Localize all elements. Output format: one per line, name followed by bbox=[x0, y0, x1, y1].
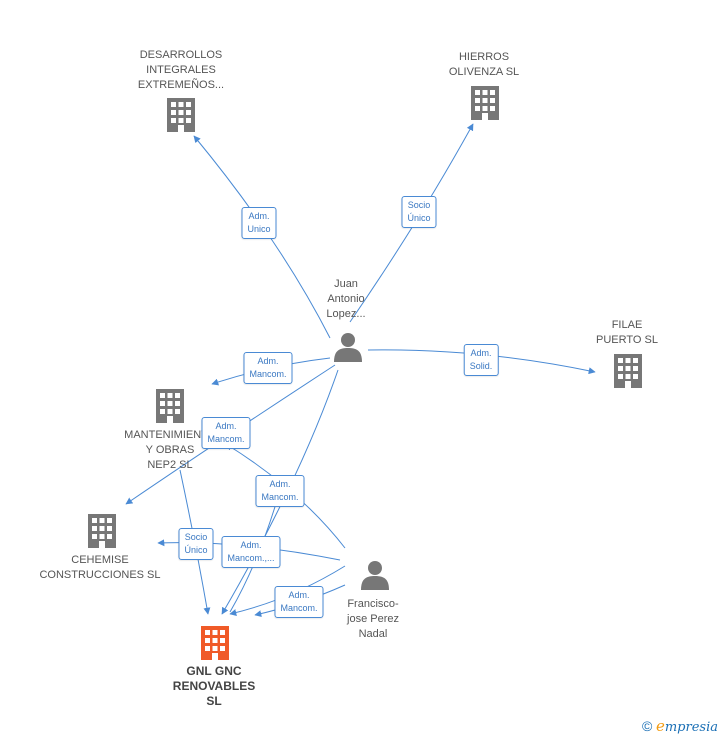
label-line: Francisco- bbox=[347, 598, 399, 610]
node-label-cehemise[interactable]: CEHEMISE CONSTRUCCIONES SL bbox=[39, 553, 160, 583]
edge-label-line: Adm. bbox=[470, 348, 492, 358]
node-label-desarrollos[interactable]: DESARROLLOS INTEGRALES EXTREMEÑOS... bbox=[138, 48, 224, 93]
label-line: CEHEMISE bbox=[71, 554, 129, 566]
brand-e: e bbox=[655, 717, 665, 735]
label-line: PUERTO SL bbox=[596, 334, 658, 346]
edge-label-line: Mancom. bbox=[207, 434, 245, 444]
brand-name: mpresia bbox=[664, 720, 718, 735]
node-label-filae[interactable]: FILAE PUERTO SL bbox=[596, 318, 658, 348]
edge-label-adm-mancom-4[interactable]: Adm. Mancom.,... bbox=[221, 536, 281, 568]
label-line: INTEGRALES bbox=[146, 64, 216, 76]
label-line: FILAE bbox=[611, 319, 643, 331]
person-icon-francisco[interactable] bbox=[361, 561, 389, 590]
label-line: SL bbox=[206, 694, 222, 708]
label-line: Y OBRAS bbox=[145, 444, 195, 456]
label-line: Nadal bbox=[358, 628, 388, 640]
node-label-mantenimientos[interactable]: MANTENIMIENT... Y OBRAS NEP2 SL bbox=[124, 428, 216, 473]
edge-label-line: Adm. bbox=[257, 356, 279, 366]
edge-label-line: Socio bbox=[407, 200, 431, 210]
building-icon-hierros[interactable] bbox=[471, 86, 499, 120]
edge-label-line: Mancom. bbox=[280, 603, 318, 613]
edge-label-line: Adm. bbox=[215, 421, 237, 431]
label-line: Antonio bbox=[327, 293, 365, 305]
label-line: GNL GNC bbox=[186, 664, 242, 678]
building-icon-cehemise[interactable] bbox=[88, 514, 116, 548]
node-label-gnl[interactable]: GNL GNC RENOVABLES SL bbox=[173, 664, 255, 709]
node-label-hierros[interactable]: HIERROS OLIVENZA SL bbox=[449, 50, 519, 80]
label-line: RENOVABLES bbox=[172, 679, 256, 693]
edge-label-line: Adm. bbox=[240, 540, 262, 550]
building-icon-mantenimientos[interactable] bbox=[156, 389, 184, 423]
edge-label-socio-unico[interactable]: Socio Único bbox=[401, 196, 437, 228]
label-line: NEP2 SL bbox=[147, 459, 193, 471]
edge-label-line: Único bbox=[184, 545, 208, 555]
node-label-francisco[interactable]: Francisco- jose Perez Nadal bbox=[347, 597, 399, 642]
building-icon-filae[interactable] bbox=[614, 354, 642, 388]
label-line: DESARROLLOS bbox=[139, 49, 223, 61]
edge-label-adm-mancom-5[interactable]: Adm. Mancom. bbox=[274, 586, 324, 618]
person-icon-juan[interactable] bbox=[334, 333, 362, 362]
building-icon-gnl[interactable] bbox=[201, 626, 229, 660]
edge-label-adm-mancom-2[interactable]: Adm. Mancom. bbox=[201, 417, 251, 449]
edge-label-line: Mancom. bbox=[249, 369, 287, 379]
edge-label-adm-mancom-3[interactable]: Adm. Mancom. bbox=[255, 475, 305, 507]
label-line: Juan bbox=[334, 278, 358, 290]
label-line: OLIVENZA SL bbox=[448, 66, 520, 78]
edge-label-line: Solid. bbox=[469, 361, 493, 371]
building-icon-desarrollos[interactable] bbox=[167, 98, 195, 132]
label-line: CONSTRUCCIONES SL bbox=[39, 569, 161, 581]
edge-label-line: Mancom. bbox=[261, 492, 299, 502]
label-line: MANTENIMIENT... bbox=[124, 429, 216, 441]
label-line: HIERROS bbox=[458, 51, 510, 63]
edge-label-line: Único bbox=[407, 213, 431, 223]
label-line: jose Perez bbox=[347, 613, 399, 625]
copyright-symbol: © bbox=[642, 718, 653, 734]
node-label-juan[interactable]: Juan Antonio Lopez... bbox=[326, 277, 365, 322]
edge-label-line: Adm. bbox=[288, 590, 310, 600]
brand-logo: © empresia bbox=[642, 717, 718, 735]
edge-label-line: Adm. bbox=[269, 479, 291, 489]
label-line: EXTREMEÑOS... bbox=[137, 79, 225, 91]
edge-label-socio-unico-2[interactable]: Socio Único bbox=[178, 528, 214, 560]
edge-label-line: Socio bbox=[184, 532, 208, 542]
edge-label-adm-mancom-1[interactable]: Adm. Mancom. bbox=[243, 352, 293, 384]
edge-label-adm-unico[interactable]: Adm. Unico bbox=[241, 207, 277, 239]
edge-label-line: Adm. bbox=[248, 211, 270, 221]
edge-label-line: Mancom.,... bbox=[227, 553, 275, 563]
label-line: Lopez... bbox=[326, 308, 366, 320]
edge-label-line: Unico bbox=[247, 224, 271, 234]
edge-label-adm-solid[interactable]: Adm. Solid. bbox=[463, 344, 499, 376]
